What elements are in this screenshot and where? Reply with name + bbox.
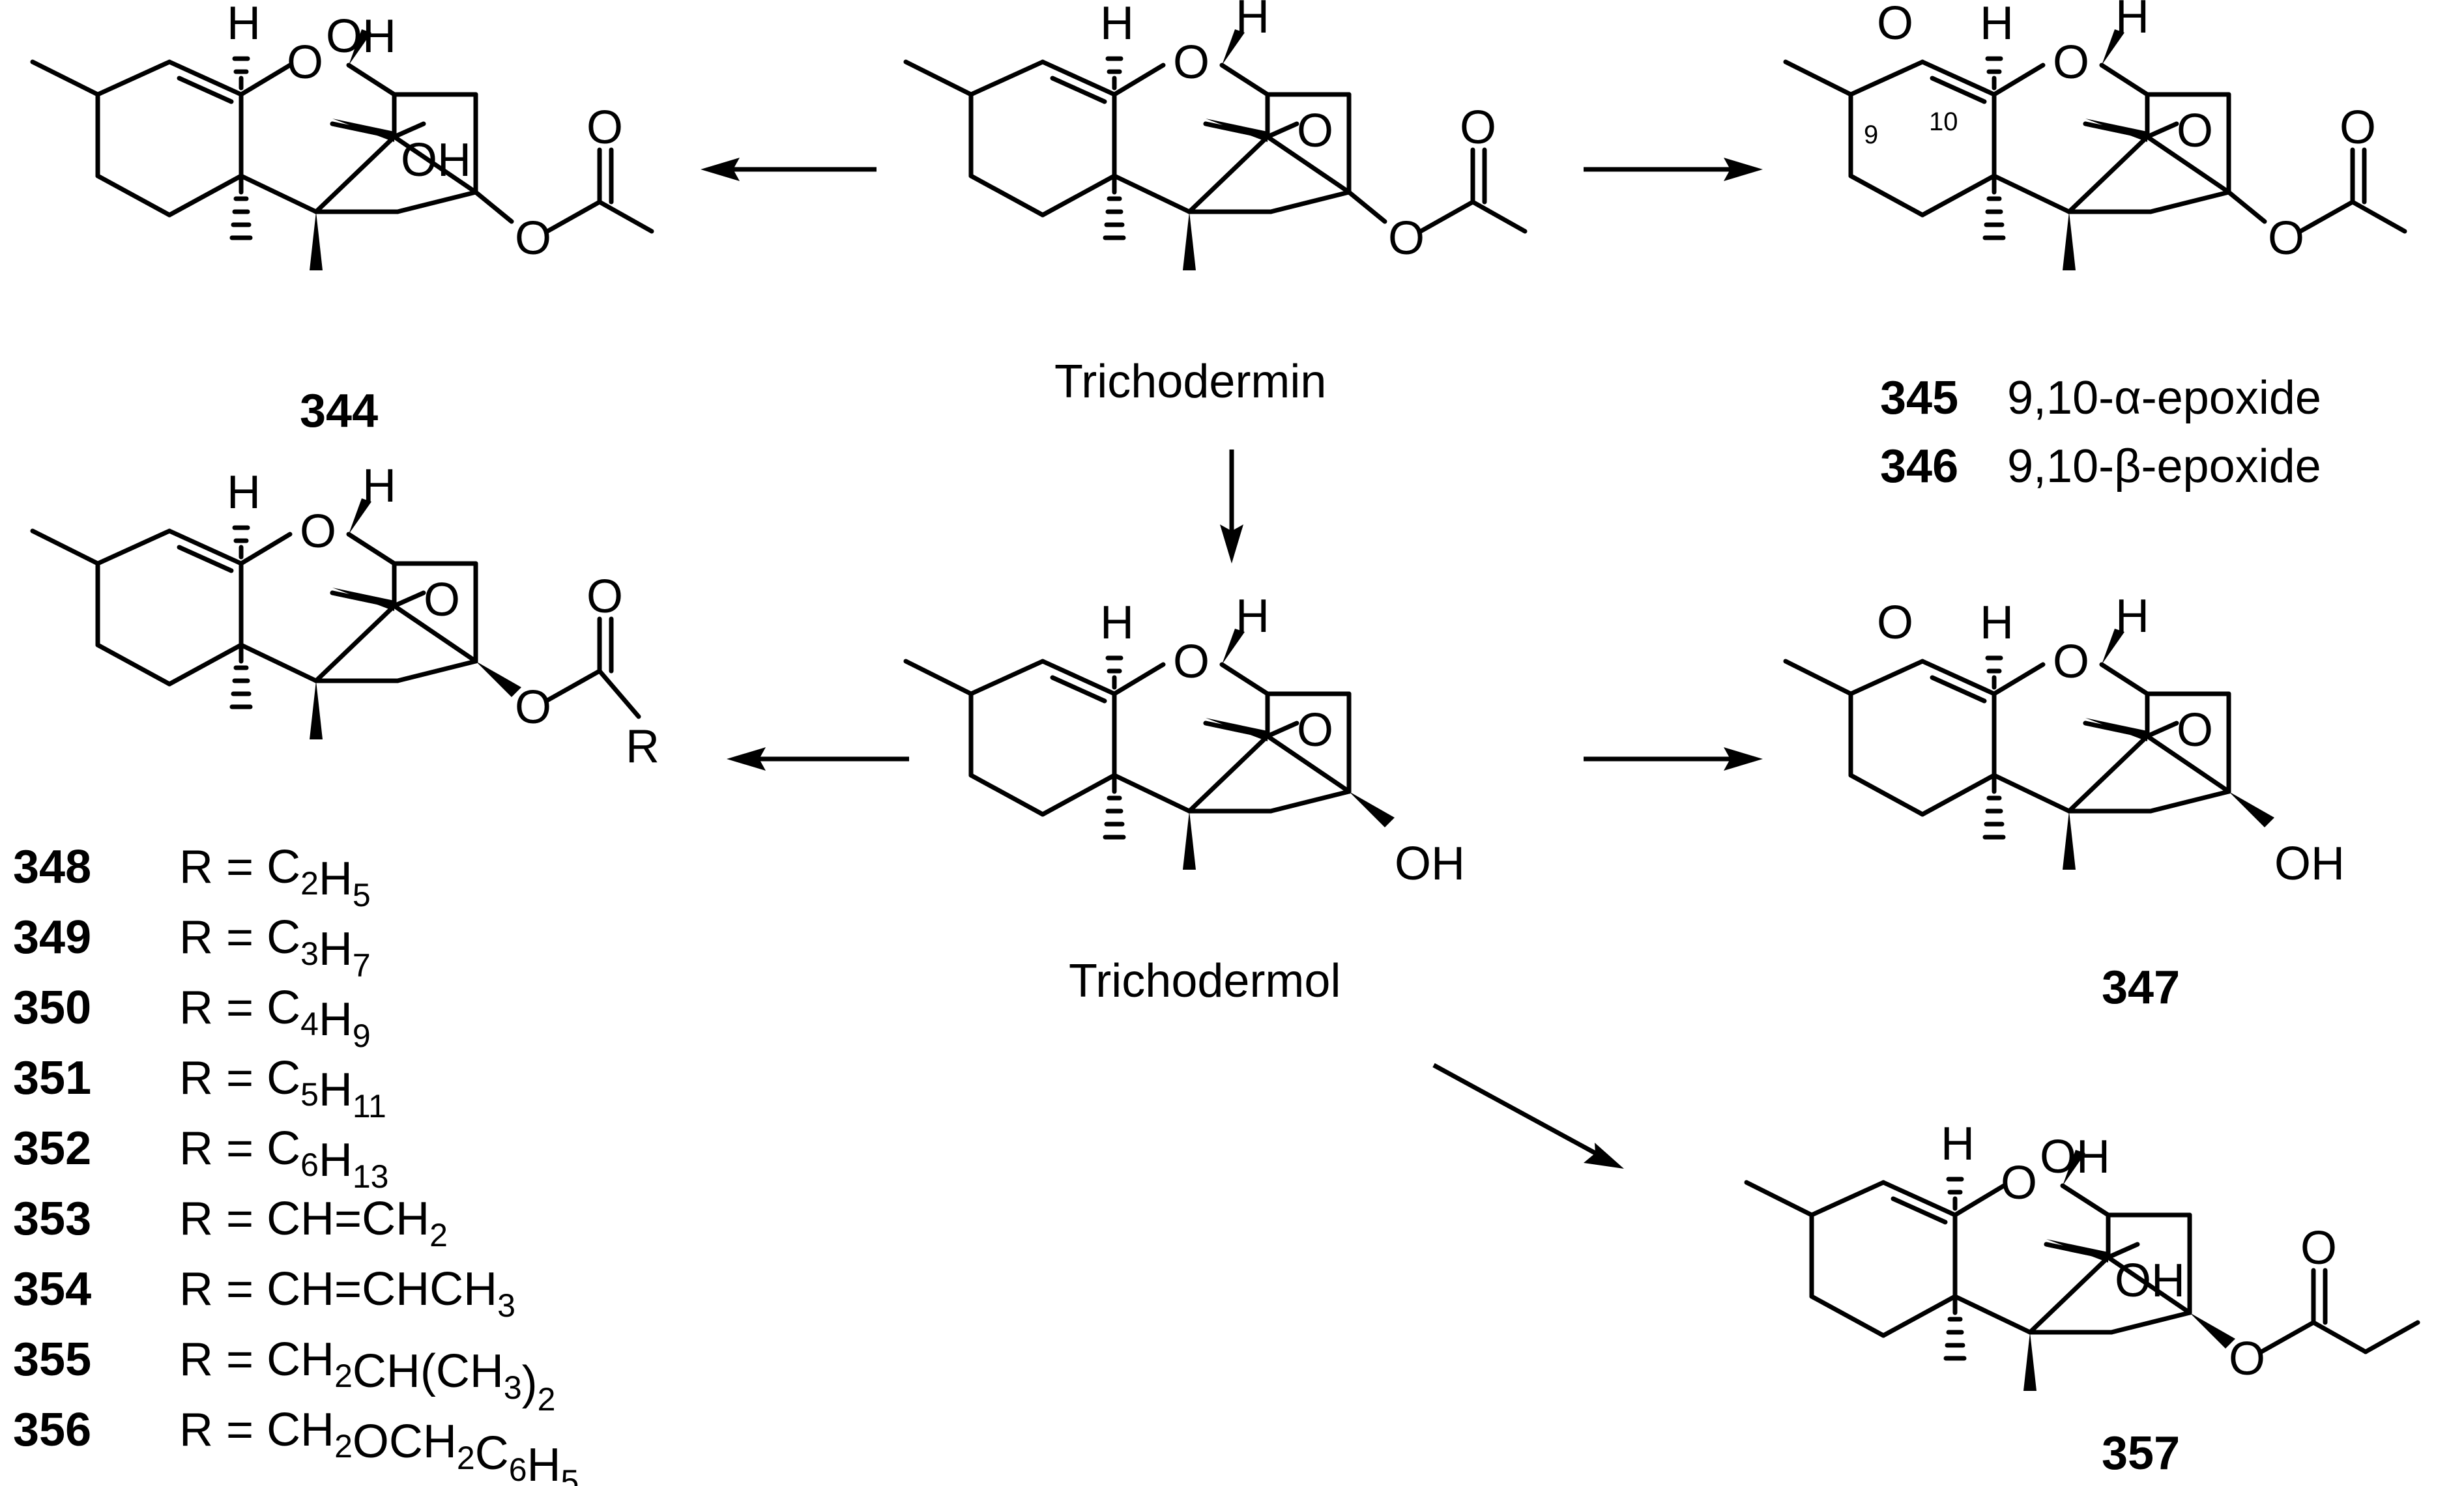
atom-O: O xyxy=(587,571,623,623)
atom-R: R xyxy=(626,721,659,773)
atom-O: O xyxy=(2177,704,2213,756)
compound-347-label: 347 xyxy=(2102,962,2180,1014)
atom-OH: OH xyxy=(2040,1131,2110,1183)
r-group-number: 351 xyxy=(13,1052,91,1104)
atom-O: O xyxy=(1297,105,1333,157)
atom-H: H xyxy=(1236,590,1269,642)
atom-O: O xyxy=(2268,212,2304,264)
atom-O: O xyxy=(2177,105,2213,157)
compound-344-structure: H O OH OH O O xyxy=(33,0,654,270)
arrow-trichodermin-to-345 xyxy=(1584,158,1763,181)
r-group-number: 355 xyxy=(13,1334,91,1386)
trichodermin-label: Trichodermin xyxy=(1054,356,1326,408)
atom-O: O xyxy=(1388,212,1425,264)
compound-345-label: 345 xyxy=(1880,372,1958,424)
atom-O: O xyxy=(424,574,460,626)
atom-H: H xyxy=(1100,0,1134,50)
atom-OH: OH xyxy=(2115,1255,2185,1307)
atom-O: O xyxy=(515,212,551,264)
atom-O: O xyxy=(2053,36,2089,89)
atom-OH: OH xyxy=(1395,838,1465,890)
atom-O: O xyxy=(1877,0,1913,50)
atom-O: O xyxy=(1297,704,1333,756)
compound-357-structure: H O OH OH O O xyxy=(1747,1118,2420,1391)
r-group-formula: R = CH=CH2 xyxy=(179,1193,448,1253)
ester-series-structure: H H O O O O R xyxy=(33,460,659,773)
atom-O: O xyxy=(2053,636,2089,688)
atom-H: H xyxy=(1236,0,1269,43)
r-group-formula: R = CH2CH(CH3)2 xyxy=(179,1334,555,1418)
atom-O: O xyxy=(2229,1333,2265,1385)
trichodermol-label: Trichodermol xyxy=(1069,955,1341,1007)
atom-H: H xyxy=(227,0,261,50)
atom-O: O xyxy=(1460,102,1496,154)
r-group-formula: R = C6H13 xyxy=(179,1122,389,1195)
r-group-number: 348 xyxy=(13,841,91,893)
r-group-number: 350 xyxy=(13,982,91,1034)
atom-O: O xyxy=(1877,597,1913,649)
atom-O: O xyxy=(287,36,323,89)
position-10: 10 xyxy=(1929,107,1958,136)
arrow-trichodermin-to-trichodermol xyxy=(1220,450,1243,564)
compound-345-desc: 9,10-α-epoxide xyxy=(2007,372,2321,424)
r-group-number: 356 xyxy=(13,1404,91,1456)
compound-347-structure: H H O O O OH xyxy=(1786,590,2345,890)
atom-OH: OH xyxy=(401,134,471,186)
atom-H: H xyxy=(2115,590,2149,642)
arrow-trichodermol-to-347 xyxy=(1584,747,1763,771)
r-group-number: 354 xyxy=(13,1263,91,1315)
atom-O: O xyxy=(1173,636,1210,688)
arrow-trichodermol-to-357 xyxy=(1432,1063,1624,1169)
trichodermol-structure: H H O O OH xyxy=(906,590,1465,890)
r-group-formula: R = C4H9 xyxy=(179,982,371,1054)
atom-O: O xyxy=(300,506,336,558)
r-group-formula: R = C2H5 xyxy=(179,841,371,913)
atom-O: O xyxy=(515,681,551,734)
compound-346-desc: 9,10-β-epoxide xyxy=(2007,440,2321,493)
r-group-number: 353 xyxy=(13,1193,91,1245)
r-group-list: 348 R = C2H5 349 R = C3H7 350 R = C4H9 351 R = … xyxy=(13,841,579,1486)
arrow-trichodermin-to-344 xyxy=(701,158,877,181)
compound-357-label: 357 xyxy=(2102,1427,2180,1479)
r-group-formula: R = C3H7 xyxy=(179,911,371,984)
r-group-formula: R = C5H11 xyxy=(179,1052,386,1124)
r-group-number: 352 xyxy=(13,1122,91,1175)
atom-H: H xyxy=(362,460,396,512)
compound-345-346-structure: H H O O O 9 10 O O xyxy=(1786,0,2407,270)
atom-O: O xyxy=(2001,1157,2037,1209)
r-group-formula: R = CH=CHCH3 xyxy=(179,1263,515,1324)
atom-H: H xyxy=(1980,597,2014,649)
atom-H: H xyxy=(1980,0,2014,50)
atom-O: O xyxy=(1173,36,1210,89)
r-group-formula: R = CH2OCH2C6H5 xyxy=(179,1404,579,1486)
compound-344-label: 344 xyxy=(300,385,378,437)
arrow-trichodermol-to-ester xyxy=(727,747,909,771)
atom-O: O xyxy=(2340,102,2376,154)
atom-OH: OH xyxy=(2274,838,2345,890)
atom-H: H xyxy=(227,466,261,519)
atom-O: O xyxy=(2300,1222,2337,1274)
trichodermin-structure: H H O O O O xyxy=(906,0,1528,270)
atom-H: H xyxy=(2115,0,2149,43)
atom-OH: OH xyxy=(326,10,396,63)
compound-346-label: 346 xyxy=(1880,440,1958,493)
atom-O: O xyxy=(587,102,623,154)
r-group-number: 349 xyxy=(13,911,91,964)
atom-H: H xyxy=(1941,1118,1975,1170)
position-9: 9 xyxy=(1864,121,1878,149)
atom-H: H xyxy=(1100,597,1134,649)
